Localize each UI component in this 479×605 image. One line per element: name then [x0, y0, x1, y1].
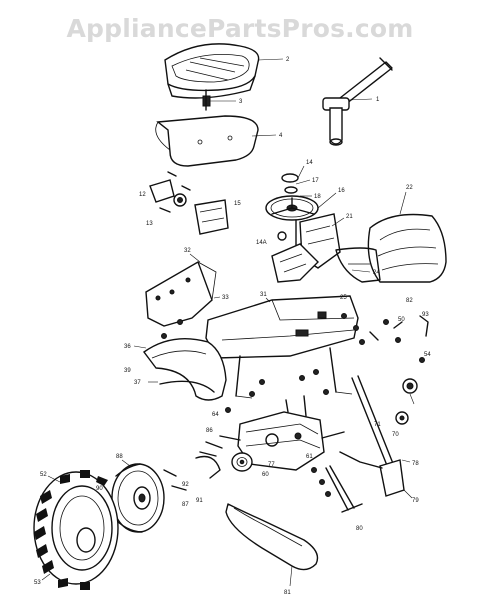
- callout-3: 3: [239, 99, 243, 105]
- callout-81: 81: [284, 590, 291, 596]
- callout-16: 16: [338, 188, 345, 194]
- callout-90: 90: [96, 486, 103, 492]
- callout-80: 80: [356, 526, 363, 532]
- side-bracket: [145, 260, 217, 327]
- callout-60: 60: [262, 472, 269, 478]
- callout-33: 33: [222, 295, 229, 301]
- callout-22: 22: [406, 185, 413, 191]
- rear-fender: [143, 337, 227, 401]
- callout-25: 25: [340, 295, 347, 301]
- callout-78: 78: [412, 461, 419, 467]
- callout-2: 2: [286, 57, 290, 63]
- callout-labels: 1 2 3 4 12 13 14 14A 15 16 17 18 21 22 2…: [34, 57, 431, 596]
- callout-39: 39: [124, 368, 131, 374]
- callout-36: 36: [124, 344, 131, 350]
- callout-64: 64: [212, 412, 219, 418]
- transaxle: [219, 395, 345, 471]
- callout-77: 77: [268, 462, 275, 468]
- callout-54: 54: [424, 352, 431, 358]
- callout-87: 87: [182, 502, 189, 508]
- steering-column-dash: [271, 213, 341, 283]
- callout-50: 50: [398, 317, 405, 323]
- callout-92: 92: [182, 482, 189, 488]
- callout-4: 4: [279, 133, 283, 139]
- drive-belt: [225, 503, 319, 571]
- callout-14a: 14A: [256, 240, 267, 246]
- callout-21: 21: [346, 214, 353, 220]
- seat-bolt: [202, 89, 211, 111]
- callout-13: 13: [146, 221, 153, 227]
- callout-17: 17: [312, 178, 319, 184]
- callout-86: 86: [206, 428, 213, 434]
- seat-pan: [155, 115, 259, 167]
- callout-71: 71: [374, 422, 381, 428]
- callout-1: 1: [376, 97, 380, 103]
- callout-70: 70: [392, 432, 399, 438]
- callout-15: 15: [234, 201, 241, 207]
- callout-52: 52: [40, 472, 47, 478]
- callout-79: 79: [412, 498, 419, 504]
- seat-cushion: [164, 43, 260, 99]
- callout-53: 53: [34, 580, 41, 586]
- steering-wheel: [265, 173, 319, 221]
- rear-wheel-rim: [111, 463, 165, 533]
- callout-88: 88: [116, 454, 123, 460]
- grease-gun: [322, 57, 393, 146]
- clutch-linkage: [325, 375, 418, 513]
- callout-24: 24: [373, 270, 380, 276]
- leader-lines: [41, 58, 415, 587]
- callout-18: 18: [314, 194, 321, 200]
- seat-hinge-parts: [149, 171, 229, 235]
- hardware-nuts-bolts: [161, 313, 429, 497]
- callout-31: 31: [260, 292, 267, 298]
- callout-37: 37: [134, 380, 141, 386]
- callout-14: 14: [306, 160, 313, 166]
- callout-82: 82: [406, 298, 413, 304]
- rear-tire: [33, 470, 119, 590]
- tractor-frame: [205, 295, 359, 399]
- watermark: AppliancePartsPros.com: [66, 14, 414, 43]
- callout-61: 61: [306, 454, 313, 460]
- callout-32: 32: [184, 248, 191, 254]
- callout-91: 91: [196, 498, 203, 504]
- hood: [335, 213, 447, 283]
- callout-93: 93: [422, 312, 429, 318]
- callout-12: 12: [139, 192, 146, 198]
- transaxle-pulley: [231, 452, 253, 472]
